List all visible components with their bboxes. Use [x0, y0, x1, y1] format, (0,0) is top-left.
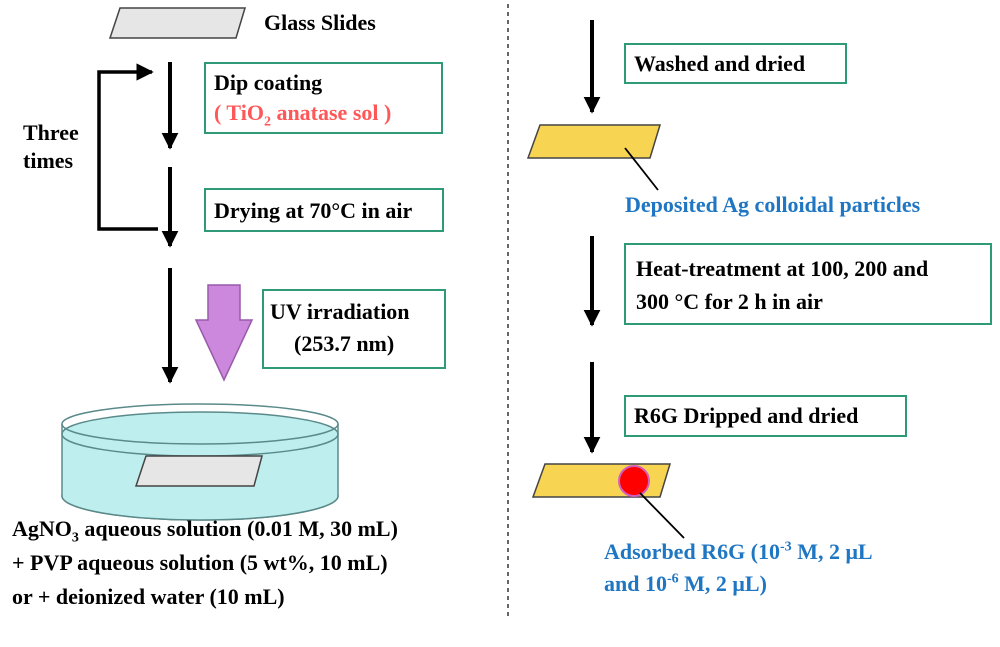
dip-coating-label: Dip coating	[214, 70, 323, 95]
drying-box: Drying at 70°C in air	[204, 188, 444, 232]
dip-coating-box: Dip coating ( TiO2 anatase sol )	[204, 62, 443, 134]
deionized-water-label: or + deionized water (10 mL)	[12, 584, 285, 609]
drying-label: Drying at 70°C in air	[214, 198, 413, 223]
times-label: times	[23, 148, 74, 173]
uv-wavelength-label: (253.7 nm)	[294, 331, 395, 356]
glass-slides-label: Glass Slides	[264, 10, 376, 35]
repeat-loop-bracket	[97, 63, 158, 231]
adsorbed-leader-line	[639, 492, 685, 539]
adsorbed-r6g-line1: Adsorbed R6G (10-3 M, 2 μL	[604, 539, 873, 564]
washed-dried-box: Washed and dried	[624, 43, 847, 84]
petri-dish-icon	[61, 403, 339, 521]
heat-treatment-line2: 300 °C for 2 h in air	[636, 289, 823, 314]
uv-label: UV irradiation	[270, 299, 410, 324]
r6g-droplet-icon	[618, 465, 650, 497]
adsorbed-r6g-line2: and 10-6 M, 2 μL)	[604, 571, 767, 596]
agno3-solution-label: AgNO3 aqueous solution (0.01 M, 30 mL)	[12, 516, 398, 546]
deposited-ag-label: Deposited Ag colloidal particles	[625, 192, 921, 217]
heat-treatment-line1: Heat-treatment at 100, 200 and	[636, 256, 929, 281]
ag-deposited-slide-icon	[526, 124, 662, 159]
r6g-dripped-box: R6G Dripped and dried	[624, 395, 907, 437]
uv-irradiation-box: UV irradiation (253.7 nm)	[262, 289, 446, 369]
heat-treatment-box: Heat-treatment at 100, 200 and 300 °C fo…	[624, 243, 992, 325]
glass-slide-icon	[108, 7, 247, 39]
three-label: Three	[23, 120, 79, 145]
immersed-slide-icon	[134, 455, 263, 487]
washed-dried-label: Washed and dried	[634, 51, 806, 76]
pvp-solution-label: + PVP aqueous solution (5 wt%, 10 mL)	[12, 550, 388, 575]
uv-arrow-icon	[194, 284, 254, 382]
tio2-sol-label: ( TiO2 anatase sol )	[214, 100, 392, 130]
deposited-leader-line	[624, 147, 659, 191]
r6g-dripped-label: R6G Dripped and dried	[634, 403, 859, 428]
